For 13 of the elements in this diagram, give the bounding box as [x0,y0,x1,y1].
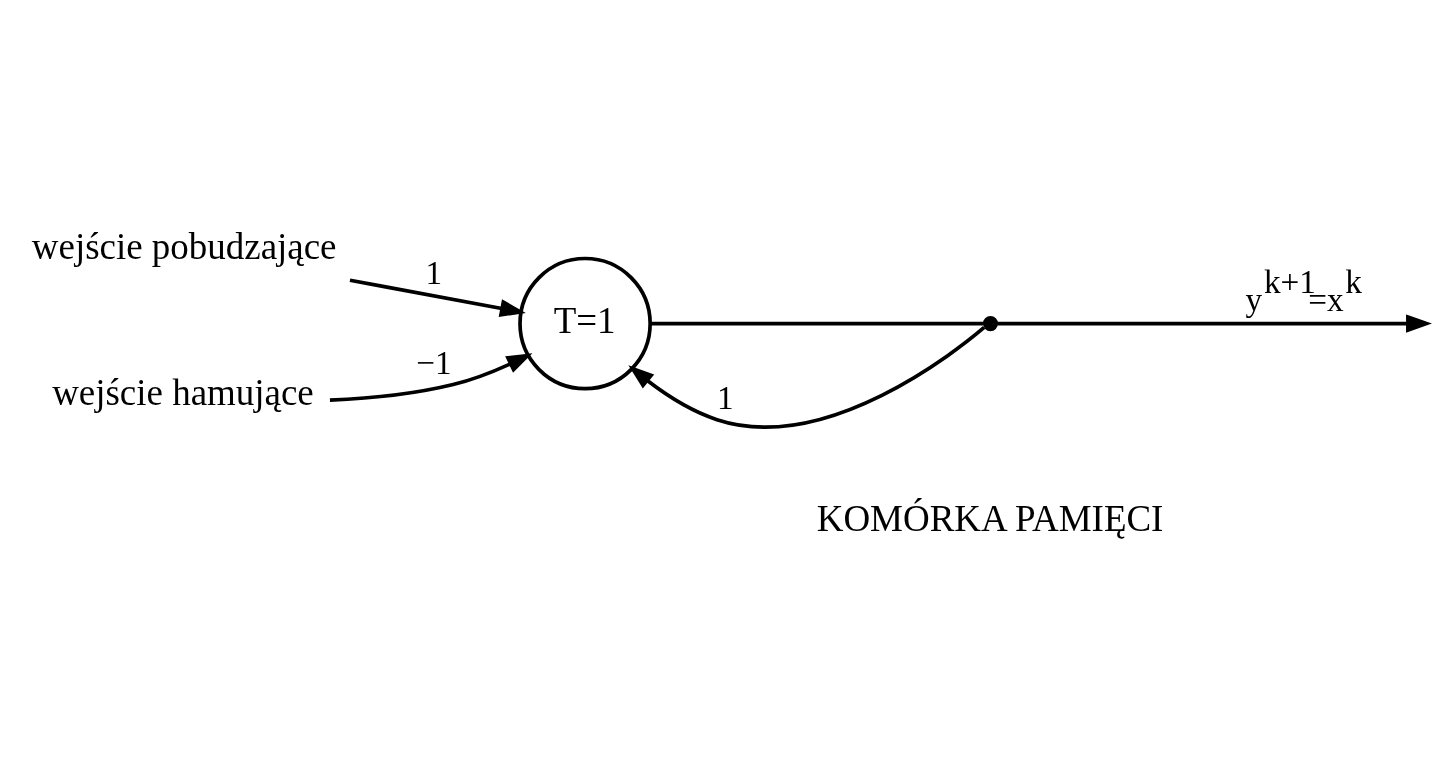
node-text: wejście hamujące [52,371,314,413]
arrow [349,278,526,318]
node-circle [982,316,999,332]
connector [650,321,983,326]
node-circle: T=1 [518,256,652,391]
arrow [628,326,986,429]
edge-label: 1 [425,253,443,291]
label: KOMÓRKA PAMIĘCI [816,497,1164,539]
edge-label: 1 [716,379,734,417]
arrow [997,314,1432,333]
edge-label: −1 [416,344,452,382]
node-text: wejście pobudzające [31,225,337,267]
arrow [329,353,533,402]
